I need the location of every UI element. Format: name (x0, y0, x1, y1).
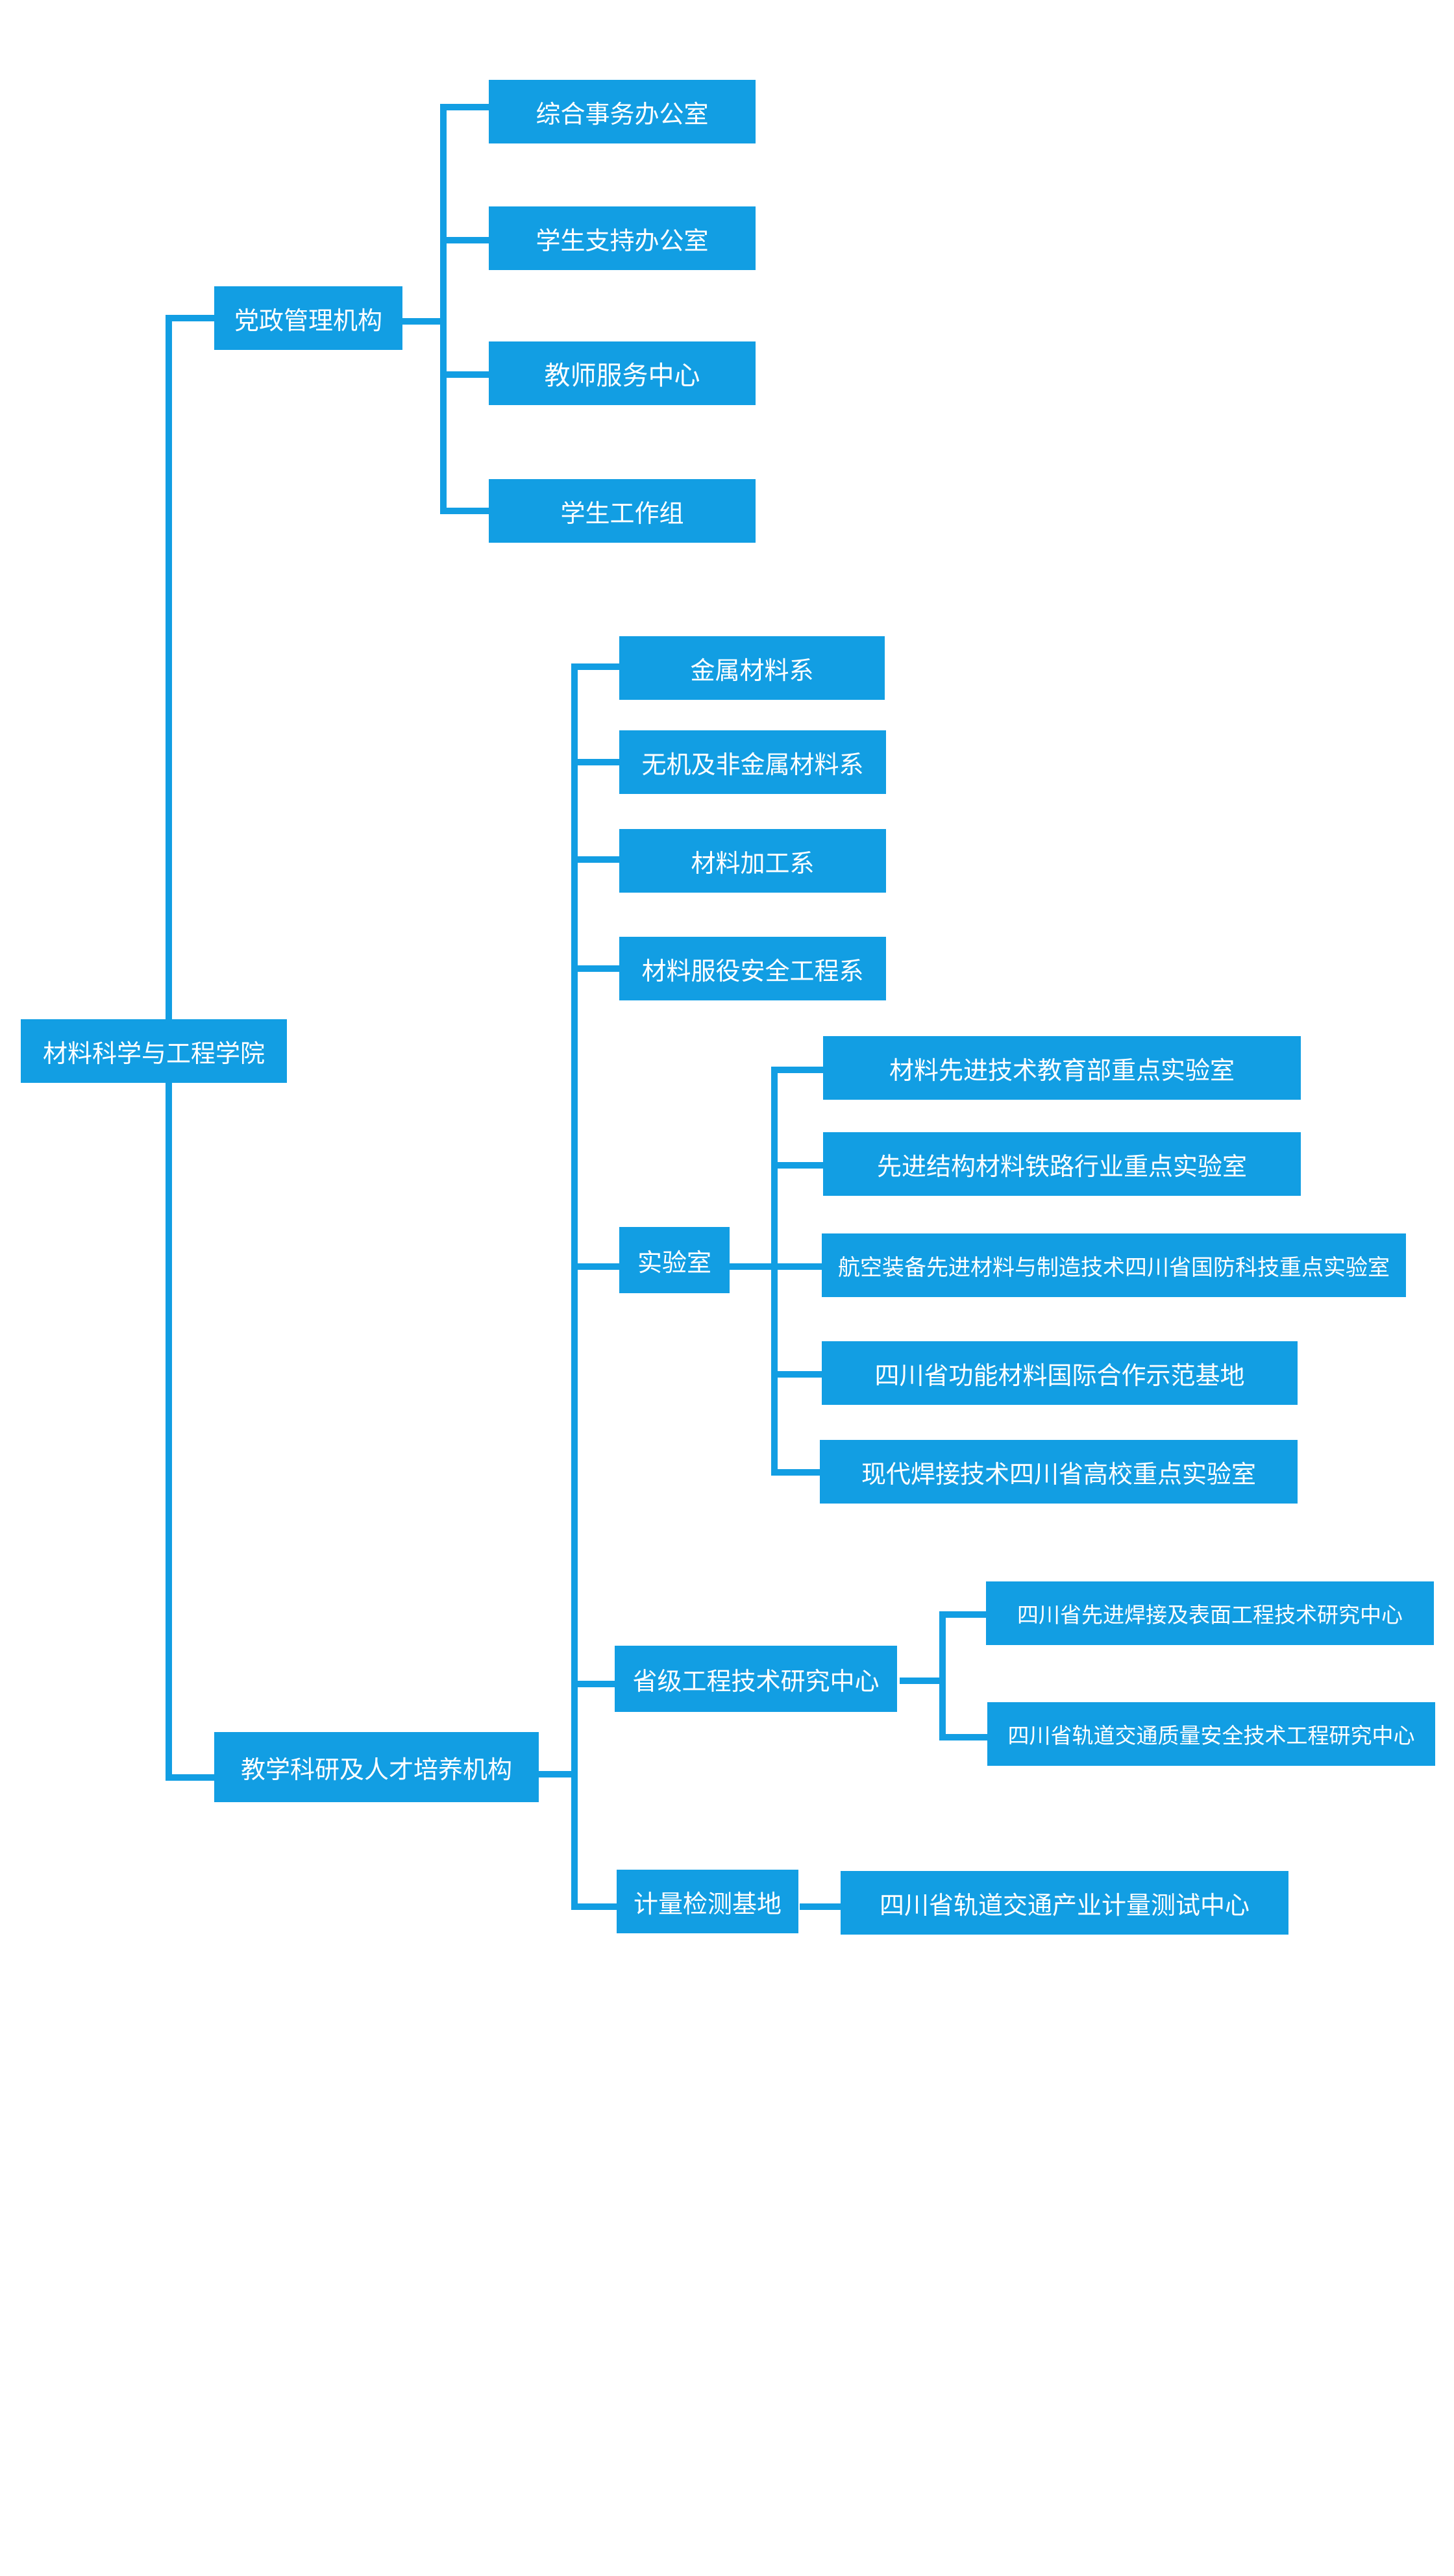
node-provincial: 省级工程技术研究中心 (615, 1646, 897, 1712)
node-lab-1: 先进结构材料铁路行业重点实验室 (823, 1132, 1301, 1196)
connector-labs (571, 1263, 619, 1270)
connector-provincial-out (900, 1678, 944, 1684)
node-labs: 实验室 (619, 1227, 730, 1293)
connector-admin-0 (440, 104, 489, 110)
node-label: 四川省先进焊接及表面工程技术研究中心 (1017, 1602, 1403, 1628)
node-lab-4: 现代焊接技术四川省高校重点实验室 (820, 1440, 1298, 1504)
node-dept-0: 金属材料系 (619, 636, 885, 700)
node-admin-2: 教师服务中心 (489, 341, 756, 405)
connector-provincial-0 (939, 1611, 988, 1618)
connector-teaching-out (538, 1771, 574, 1777)
node-label: 学生支持办公室 (536, 226, 709, 255)
connector-lab-0 (771, 1067, 823, 1073)
connector-metrology-child (800, 1903, 843, 1910)
node-label: 航空装备先进材料与制造技术四川省国防科技重点实验室 (838, 1254, 1390, 1281)
node-label: 教师服务中心 (544, 361, 700, 391)
node-metrology-0: 四川省轨道交通产业计量测试中心 (841, 1871, 1288, 1935)
connector-lab-1 (771, 1162, 823, 1169)
connector-dept-2 (571, 856, 619, 863)
node-dept-2: 材料加工系 (619, 829, 886, 893)
node-label: 材料服役安全工程系 (641, 956, 864, 985)
connector-lab-3 (771, 1371, 823, 1378)
connector-provincial-spine (939, 1611, 946, 1740)
node-label: 四川省轨道交通产业计量测试中心 (879, 1890, 1250, 1920)
connector-metrology (571, 1903, 617, 1910)
node-lab-2: 航空装备先进材料与制造技术四川省国防科技重点实验室 (822, 1233, 1406, 1297)
node-label: 现代焊接技术四川省高校重点实验室 (861, 1459, 1256, 1489)
node-label: 教学科研及人才培养机构 (240, 1755, 512, 1784)
node-admin-3: 学生工作组 (489, 479, 756, 543)
node-label: 党政管理机构 (234, 306, 382, 335)
node-root: 材料科学与工程学院 (21, 1019, 287, 1083)
node-label: 计量检测基地 (633, 1889, 782, 1918)
node-teaching: 教学科研及人才培养机构 (214, 1732, 539, 1802)
connector-dept-1 (571, 759, 619, 765)
node-dept-1: 无机及非金属材料系 (619, 730, 886, 794)
connector-root-teaching (166, 1774, 214, 1781)
node-label: 先进结构材料铁路行业重点实验室 (876, 1152, 1247, 1181)
node-label: 综合事务办公室 (536, 99, 709, 129)
node-lab-0: 材料先进技术教育部重点实验室 (823, 1036, 1301, 1100)
node-admin-0: 综合事务办公室 (489, 80, 756, 143)
node-label: 材料加工系 (691, 848, 815, 878)
connector-admin-1 (440, 237, 489, 243)
node-lab-3: 四川省功能材料国际合作示范基地 (822, 1341, 1298, 1405)
connector-admin-spine (440, 104, 447, 514)
connector-lab-4 (771, 1469, 823, 1476)
connector-provincial (571, 1681, 617, 1687)
node-label: 学生工作组 (560, 499, 684, 528)
connector-admin-2 (440, 371, 489, 378)
connector-dept-3 (571, 965, 619, 972)
node-label: 材料科学与工程学院 (42, 1039, 265, 1068)
connector-dept-0 (571, 663, 619, 670)
node-admin-1: 学生支持办公室 (489, 206, 756, 270)
connector-admin-out (400, 318, 445, 325)
node-admin: 党政管理机构 (214, 286, 402, 350)
connector-labs-spine (771, 1067, 778, 1476)
node-provincial-1: 四川省轨道交通质量安全技术工程研究中心 (987, 1702, 1435, 1766)
connector-labs-out (729, 1263, 774, 1270)
node-label: 省级工程技术研究中心 (632, 1666, 880, 1696)
connector-provincial-1 (939, 1734, 988, 1740)
node-metrology: 计量检测基地 (617, 1870, 798, 1933)
node-label: 四川省功能材料国际合作示范基地 (874, 1361, 1245, 1390)
node-label: 金属材料系 (690, 656, 814, 685)
node-label: 材料先进技术教育部重点实验室 (889, 1056, 1235, 1085)
node-label: 四川省轨道交通质量安全技术工程研究中心 (1007, 1723, 1415, 1748)
node-provincial-0: 四川省先进焊接及表面工程技术研究中心 (986, 1581, 1434, 1645)
connector-teaching-spine (571, 663, 578, 1910)
connector-root-admin (166, 315, 214, 321)
node-dept-3: 材料服役安全工程系 (619, 937, 886, 1000)
connector-lab-2 (771, 1263, 823, 1270)
node-label: 实验室 (637, 1248, 711, 1277)
node-label: 无机及非金属材料系 (641, 750, 864, 779)
connector-admin-3 (440, 508, 489, 514)
